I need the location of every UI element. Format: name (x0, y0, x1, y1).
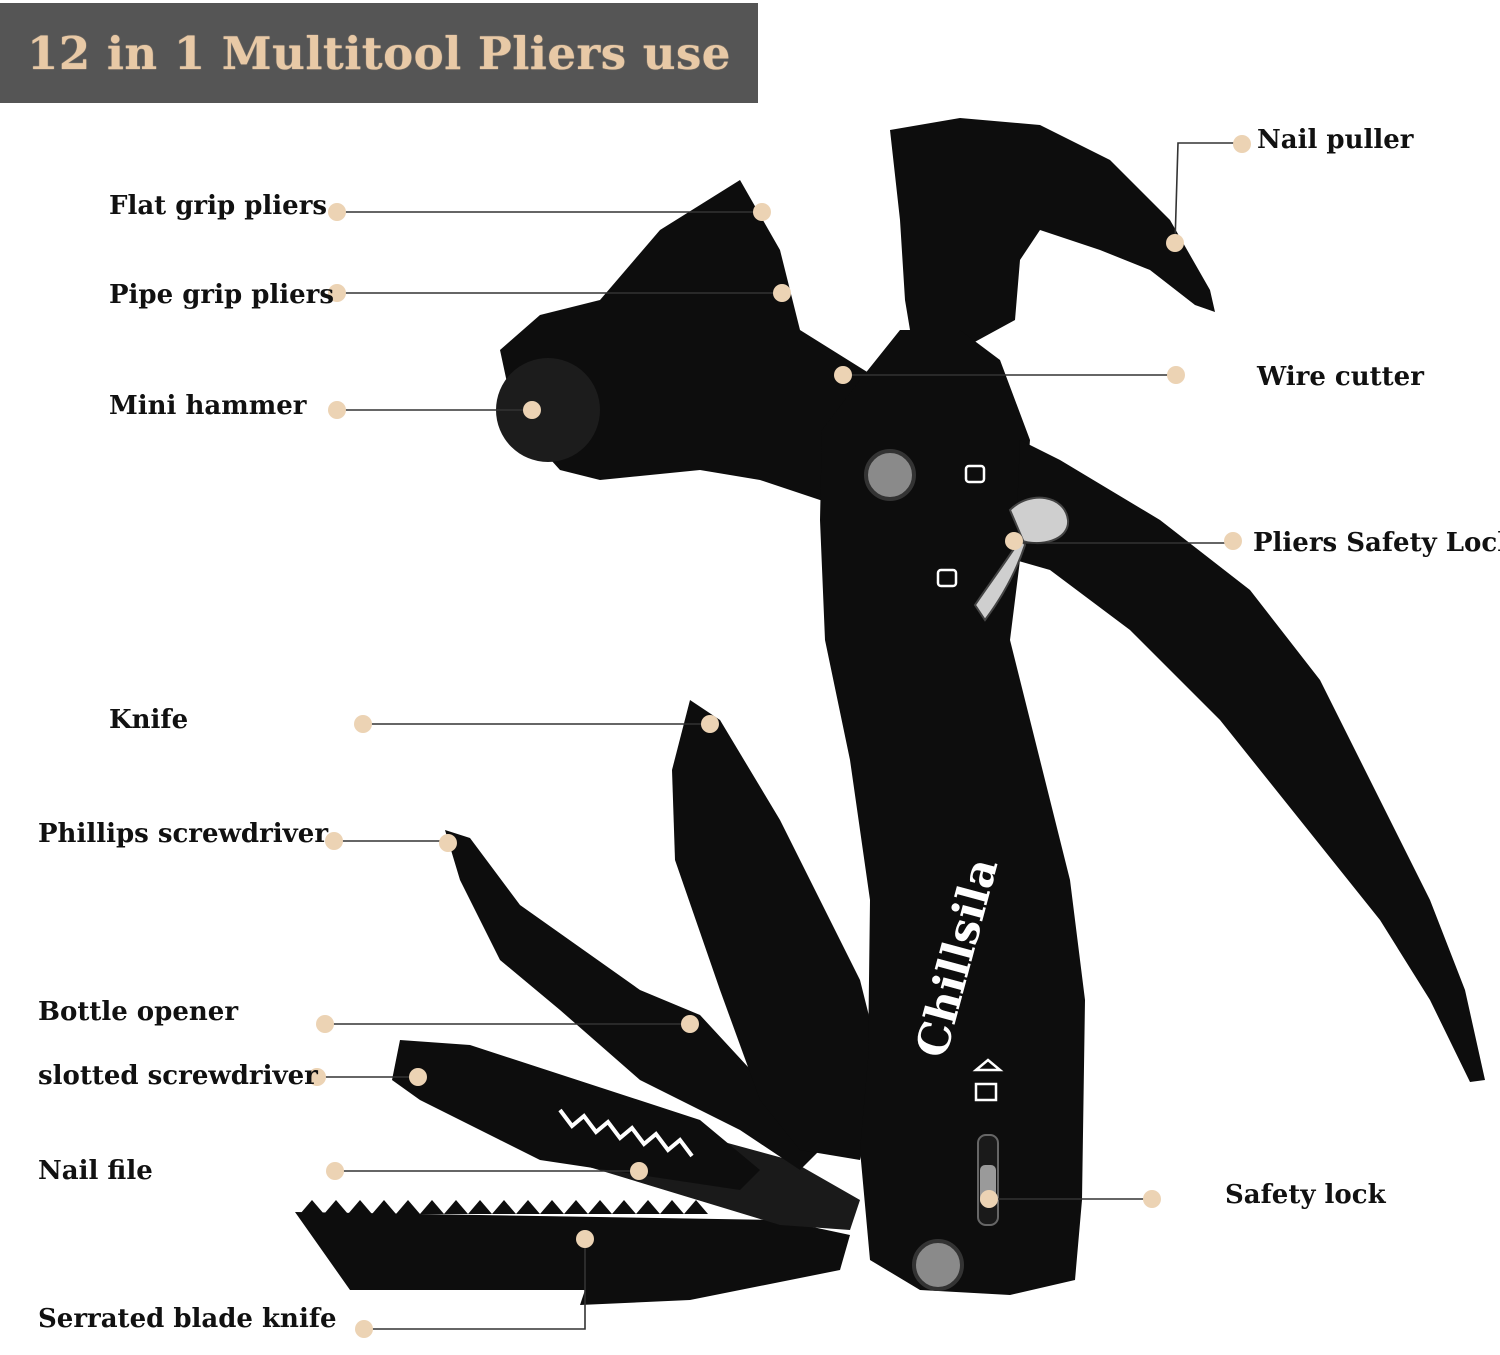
callout-dots (308, 135, 1251, 1338)
dot-nail-file-label (326, 1162, 344, 1180)
label-bottle-opener: Bottle opener (38, 997, 239, 1027)
nail-puller-shape (890, 118, 1215, 360)
label-safety-lock: Safety lock (1225, 1180, 1386, 1210)
multitool-image (295, 118, 1485, 1305)
dot-serrated-tool (576, 1230, 594, 1248)
dot-pliers-lock-label (1224, 532, 1242, 550)
label-nail-file: Nail file (38, 1156, 153, 1186)
dot-bottle-opener-tool (681, 1015, 699, 1033)
dot-serrated-label (355, 1320, 373, 1338)
label-mini-hammer: Mini hammer (109, 391, 307, 421)
dot-wire-cutter-tool (834, 366, 852, 384)
dot-mini-hammer-tool (523, 401, 541, 419)
callout-line-nail-puller (1174, 142, 1240, 244)
dot-knife-tool (701, 715, 719, 733)
dot-phillips-label (325, 832, 343, 850)
dot-mini-hammer-label (328, 401, 346, 419)
lock-icon-mid (936, 568, 958, 588)
dot-pliers-lock-tool (1005, 532, 1023, 550)
label-wire-cutter: Wire cutter (1257, 362, 1424, 392)
dot-flat-grip-label (328, 203, 346, 221)
label-pliers-safety-lock: Pliers Safety Lock (1253, 528, 1500, 558)
label-flat-grip-pliers: Flat grip pliers (109, 191, 328, 221)
lock-icon-top (964, 464, 986, 484)
dot-flat-grip-tool (753, 203, 771, 221)
phillips-screwdriver-shape (445, 830, 820, 1170)
page-title: 12 in 1 Multitool Pliers use (27, 26, 731, 80)
pivot-screw-bottom (912, 1239, 964, 1291)
callout-line-serrated (364, 1239, 586, 1330)
serrated-blade-shape (295, 1212, 850, 1305)
title-banner: 12 in 1 Multitool Pliers use (0, 3, 758, 103)
dot-wire-cutter-label (1167, 366, 1185, 384)
plier-arm (1015, 440, 1485, 1082)
callout-lines (317, 142, 1240, 1330)
dot-pipe-grip-tool (773, 284, 791, 302)
label-knife: Knife (109, 705, 189, 735)
dot-safety-lock-label (1143, 1190, 1161, 1208)
pivot-screw-top (864, 449, 916, 501)
handle-body (820, 330, 1085, 1295)
dot-bottle-opener-label (316, 1015, 334, 1033)
callout-line-phillips (334, 840, 449, 843)
label-phillips-screwdriver: Phillips screwdriver (38, 819, 329, 849)
label-pipe-grip-pliers: Pipe grip pliers (109, 280, 334, 310)
knife-shape (672, 700, 880, 1160)
dot-safety-lock-tool (980, 1190, 998, 1208)
dot-slotted-label (308, 1068, 326, 1086)
dot-phillips-tool (439, 834, 457, 852)
label-slotted-screwdriver: slotted screwdriver (38, 1061, 318, 1091)
dot-pipe-grip-label (328, 284, 346, 302)
dot-nail-file-tool (630, 1162, 648, 1180)
dot-knife-label (354, 715, 372, 733)
serrated-teeth (300, 1200, 708, 1214)
unlock-icon-bottom (972, 1058, 1004, 1102)
dot-nail-puller-tool (1166, 234, 1184, 252)
screwdriver-teeth (558, 1108, 694, 1158)
dot-nail-puller-label (1233, 135, 1251, 153)
dot-slotted-tool (409, 1068, 427, 1086)
label-nail-puller: Nail puller (1257, 125, 1414, 155)
mini-hammer-face (496, 358, 600, 462)
label-serrated-blade-knife: Serrated blade knife (38, 1304, 337, 1334)
